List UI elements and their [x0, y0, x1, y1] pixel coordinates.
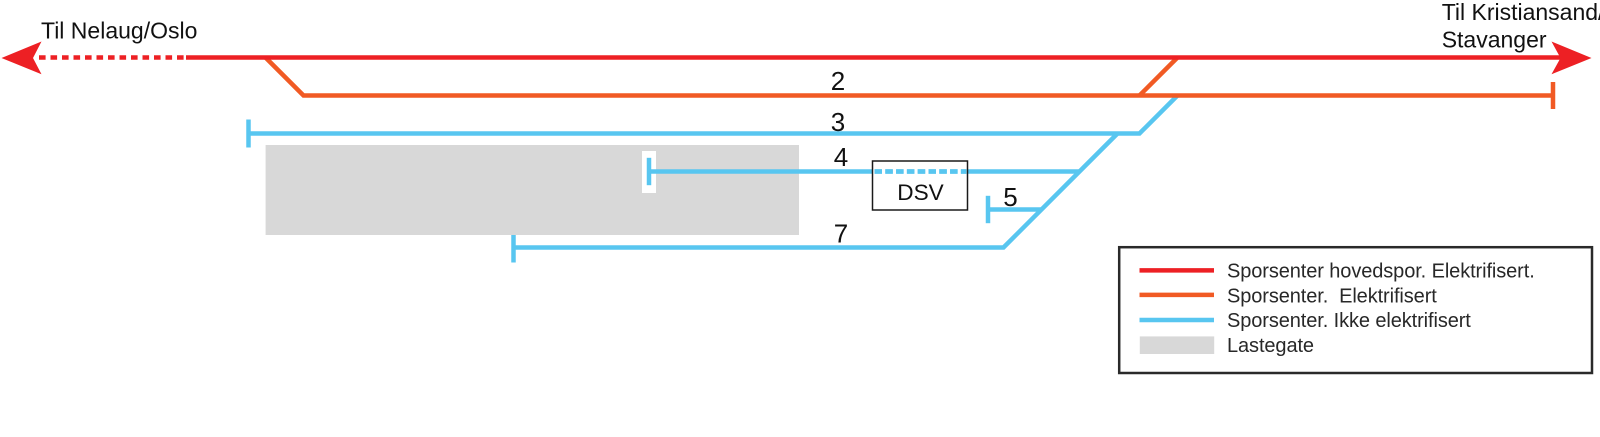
- svg-text:Sporsenter. Ikke elektrifisert: Sporsenter. Ikke elektrifisert: [1227, 310, 1471, 332]
- svg-text:Til Kristiansand/: Til Kristiansand/: [1442, 0, 1600, 25]
- svg-text:Sporsenter. Elektrifisert: Sporsenter. Elektrifisert: [1227, 286, 1437, 308]
- svg-text:Lastegate: Lastegate: [1227, 335, 1314, 357]
- svg-text:4: 4: [834, 142, 848, 172]
- svg-text:Til Nelaug/Oslo: Til Nelaug/Oslo: [41, 18, 197, 44]
- svg-text:DSV: DSV: [897, 180, 943, 205]
- svg-text:Sporsenter hovedspor. Elektrif: Sporsenter hovedspor. Elektrifisert.: [1227, 260, 1535, 282]
- svg-text:7: 7: [834, 219, 848, 249]
- svg-text:Stavanger: Stavanger: [1442, 26, 1547, 52]
- svg-text:3: 3: [831, 107, 845, 137]
- svg-text:5: 5: [1003, 182, 1017, 212]
- svg-text:2: 2: [831, 66, 845, 96]
